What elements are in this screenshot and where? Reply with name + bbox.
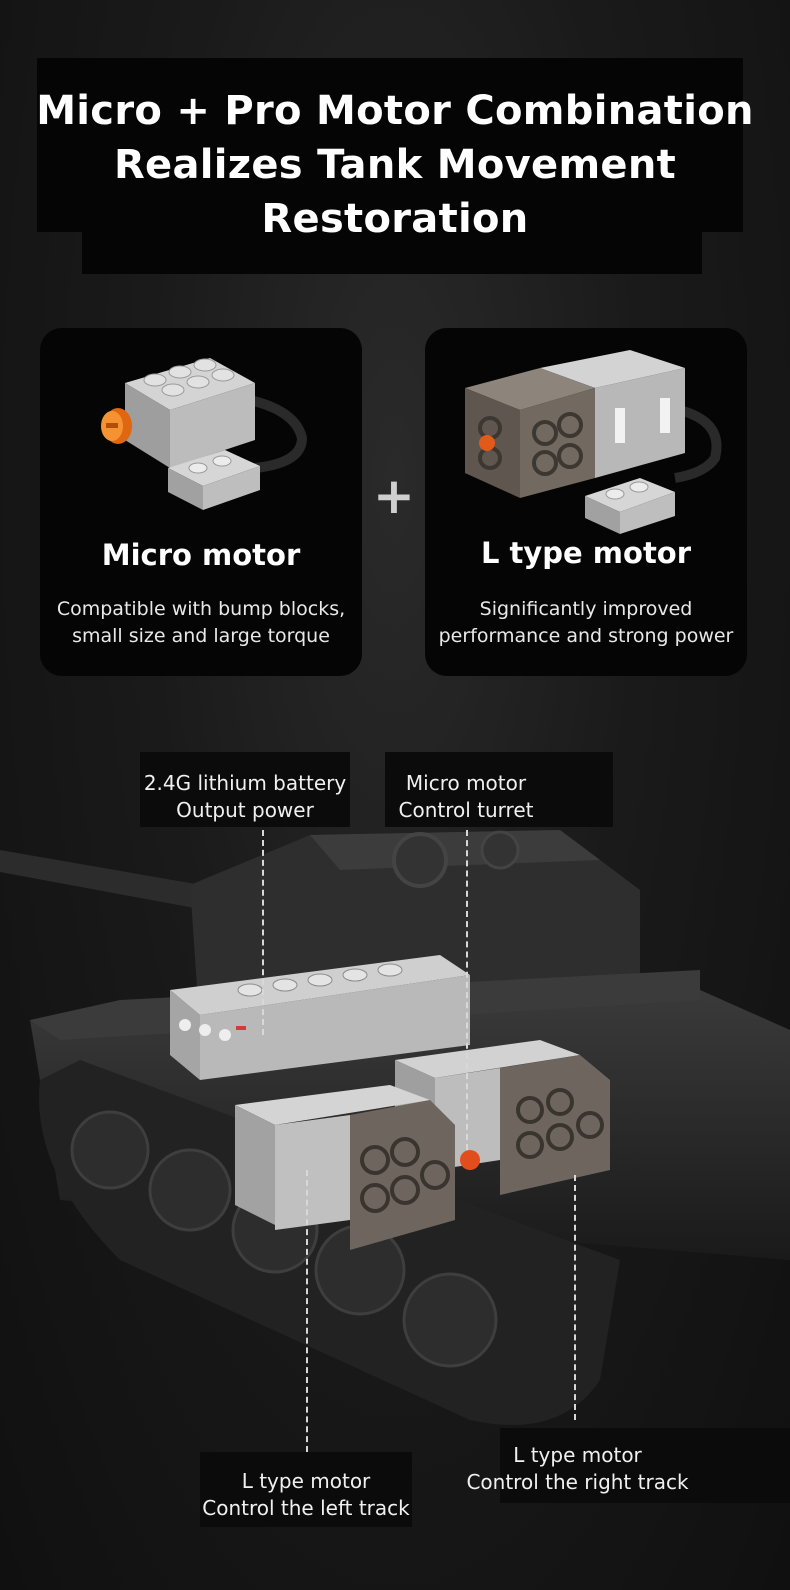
tank-illustration	[0, 830, 790, 1425]
right-l-motor-callout: L type motor Control the right track	[455, 1442, 700, 1496]
battery-callout: 2.4G lithium battery Output power	[140, 770, 350, 824]
right-l-callout-line-1: L type motor	[513, 1443, 642, 1467]
micro-callout-line-1: Micro motor	[405, 771, 527, 795]
l-type-motor-image	[465, 350, 722, 534]
battery-leader-line	[262, 830, 264, 1035]
right-l-callout-line-2: Control the right track	[466, 1470, 689, 1494]
l-type-motor-desc-line-2: performance and strong power	[438, 625, 734, 647]
battery-callout-line-2: Output power	[176, 798, 314, 822]
micro-callout-line-2: Control turret	[398, 798, 534, 822]
micro-motor-image	[101, 358, 308, 510]
title-background	[37, 58, 743, 232]
l-type-motor-description: Significantly improved performance and s…	[425, 596, 747, 650]
micro-motor-card: Micro motor Compatible with bump blocks,…	[40, 328, 362, 676]
title-line-1: Micro + Pro Motor Combination	[36, 88, 754, 134]
micro-motor-title: Micro motor	[101, 538, 301, 572]
left-l-callout-line-1: L type motor	[241, 1469, 371, 1493]
battery-callout-line-1: 2.4G lithium battery	[143, 771, 347, 795]
title-line-2: Realizes Tank Movement Restoration	[113, 142, 677, 242]
micro-label-background	[385, 752, 613, 827]
micro-leader-line	[466, 830, 468, 1150]
left-l-motor-callout: L type motor Control the left track	[200, 1468, 412, 1522]
micro-motor-callout: Micro motor Control turret	[370, 770, 562, 824]
left-l-leader-line	[306, 1170, 308, 1452]
right-l-leader-line	[574, 1175, 576, 1420]
micro-motor-desc-line-2: small size and large torque	[72, 625, 330, 647]
micro-motor-desc-line-1: Compatible with bump blocks,	[56, 598, 346, 620]
right-l-label-background	[500, 1428, 790, 1503]
plus-icon: +	[373, 467, 415, 525]
title-background-lower	[82, 232, 702, 274]
left-l-label-background	[200, 1452, 412, 1527]
l-type-motor-desc-line-1: Significantly improved	[479, 598, 693, 620]
page-title: Micro + Pro Motor Combination Realizes T…	[0, 84, 790, 246]
l-type-motor-card: L type motor Significantly improved perf…	[425, 328, 747, 676]
battery-label-background	[140, 752, 350, 827]
l-type-motor-title: L type motor	[480, 536, 692, 570]
left-l-callout-line-2: Control the left track	[202, 1496, 410, 1520]
micro-motor-description: Compatible with bump blocks, small size …	[40, 596, 362, 650]
